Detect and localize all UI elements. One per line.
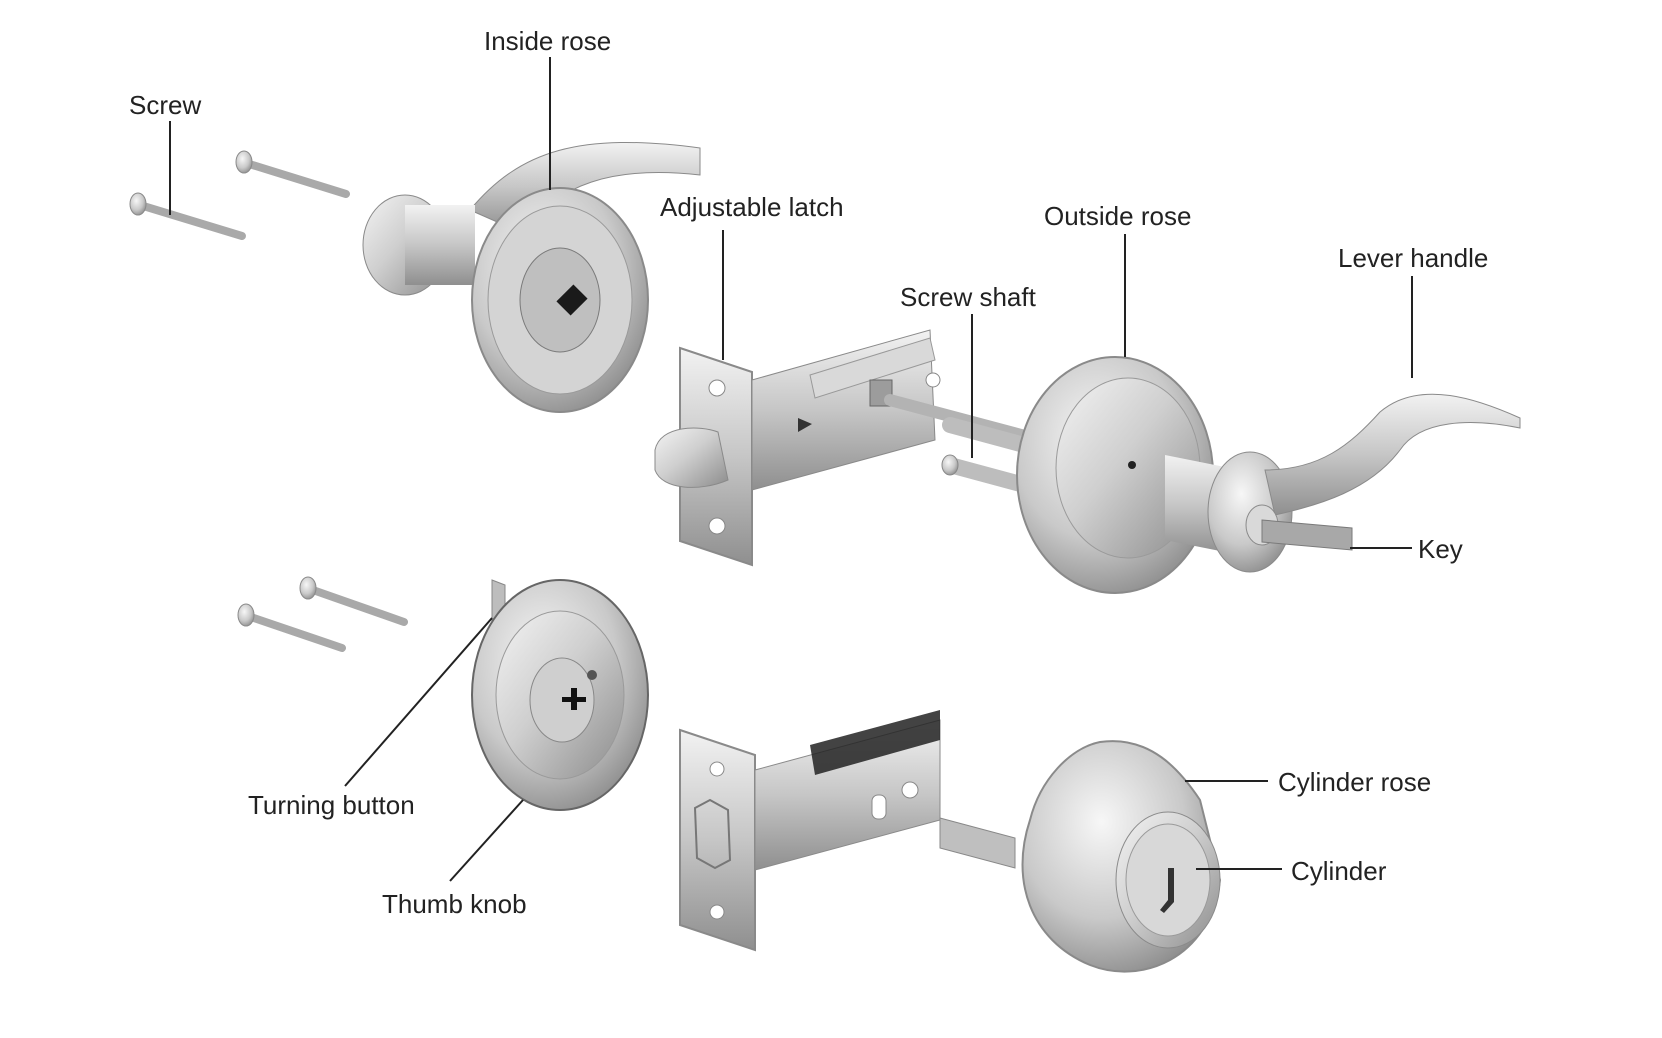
cylinder-part: [1115, 811, 1221, 949]
outside-rose-part: [1016, 356, 1214, 594]
label-key: Key: [1418, 534, 1463, 564]
label-thumb-knob: Thumb knob: [382, 889, 527, 919]
leader-line-turning-button: [344, 617, 493, 787]
leader-line-thumb-knob: [449, 799, 524, 882]
screw-part: [237, 603, 346, 652]
key-part: [1261, 519, 1353, 551]
screw-part: [235, 150, 350, 198]
label-screw-shaft: Screw shaft: [900, 282, 1036, 312]
label-screw: Screw: [129, 90, 202, 120]
label-inside-rose: Inside rose: [484, 26, 612, 56]
screw-part: [299, 576, 408, 626]
label-cylinder: Cylinder: [1291, 856, 1387, 886]
inside-rose-part: [362, 141, 701, 413]
screw-pair-bottom: [237, 576, 408, 652]
label-cylinder-rose: Cylinder rose: [1278, 767, 1432, 797]
label-lever-handle: Lever handle: [1338, 243, 1489, 273]
label-turning-button: Turning button: [248, 790, 415, 820]
label-outside-rose: Outside rose: [1044, 201, 1192, 231]
adjustable-latch-part: [654, 329, 941, 567]
deadbolt-latch-part: [679, 710, 941, 952]
screw-part: [129, 192, 246, 240]
turning-button-part: [562, 670, 597, 710]
label-adjustable-latch: Adjustable latch: [660, 192, 844, 222]
thumb-knob-part: [471, 579, 649, 811]
screw-pair-top: [129, 150, 350, 240]
leader-lines: [169, 57, 1413, 882]
